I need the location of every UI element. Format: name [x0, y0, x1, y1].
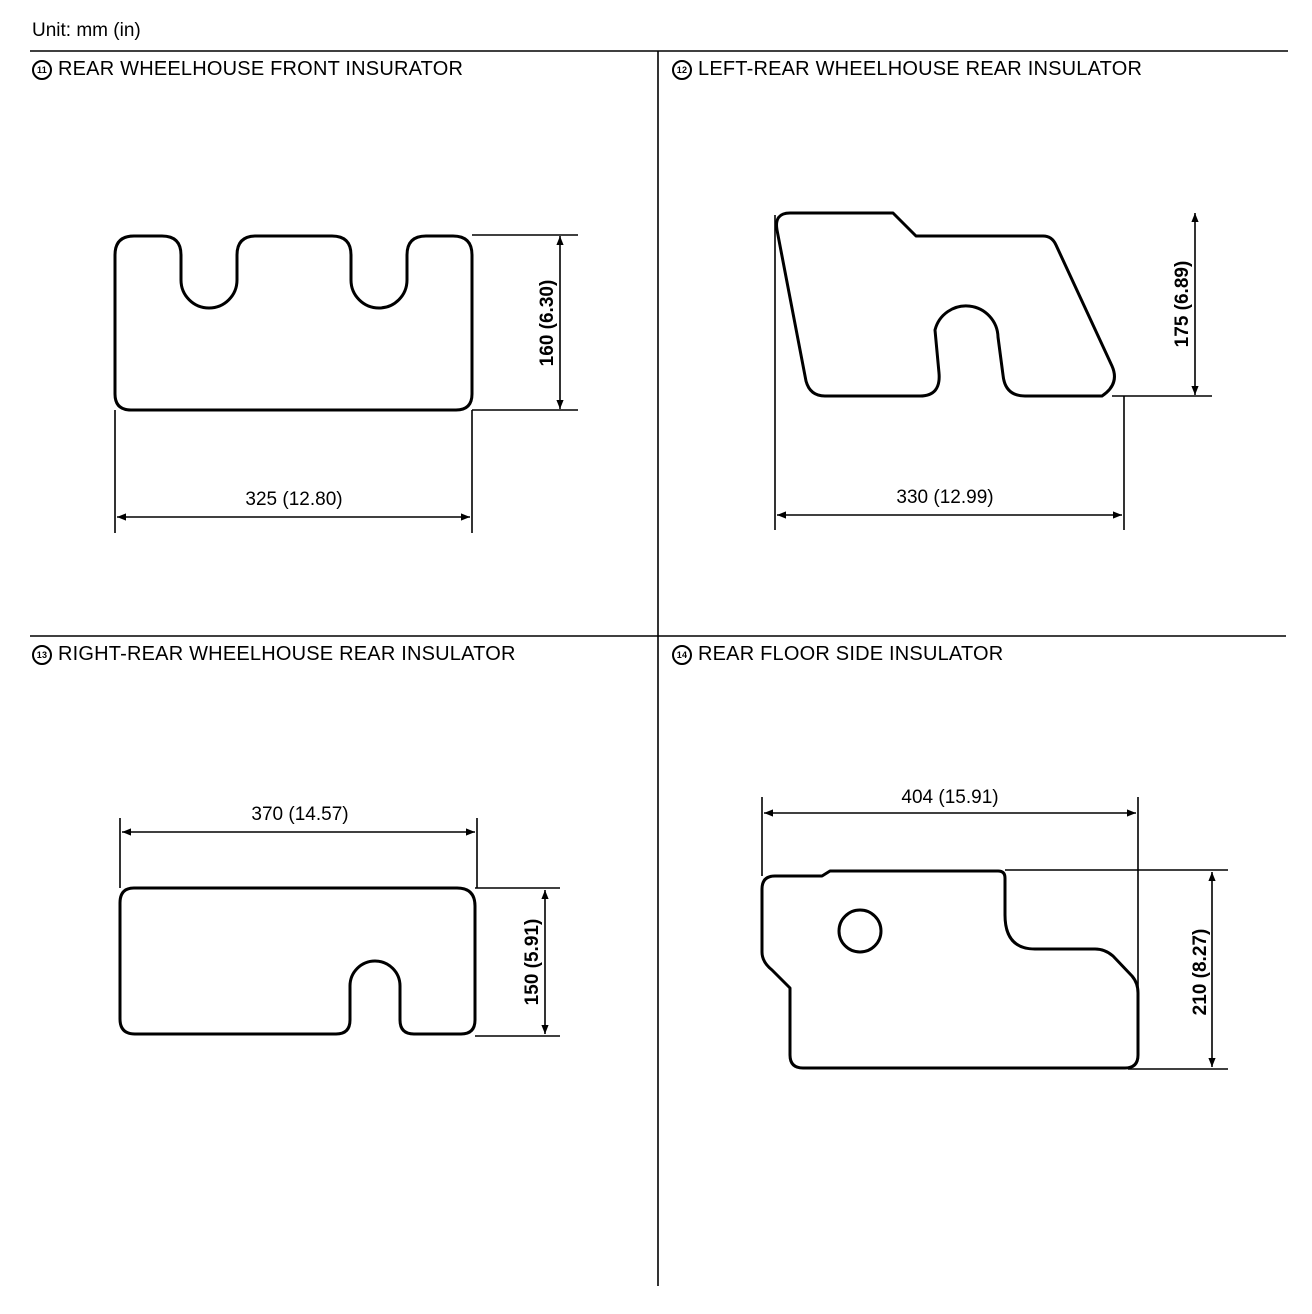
panel-title-text: REAR FLOOR SIDE INSULATOR: [698, 643, 1004, 665]
part-14-drawing: 404 (15.91) 210 (8.27): [760, 787, 1228, 1070]
part-14-hole: [837, 908, 883, 954]
part-13-outline: [118, 886, 477, 1036]
item-number-badge: 12: [672, 60, 692, 80]
part-14-width-dimension: 404 (15.91): [901, 787, 998, 808]
item-number-badge: 13: [32, 645, 52, 665]
part-11-height-dimension: 160 (6.30): [537, 280, 558, 367]
part-12-outline: [775, 211, 1116, 398]
part-14-outline: [760, 869, 1140, 1070]
part-13-drawing: 370 (14.57) 150 (5.91): [118, 804, 560, 1037]
unit-label: Unit: mm (in): [32, 20, 141, 41]
part-12-height-dimension: 175 (6.89): [1172, 261, 1193, 348]
part-12-drawing: 175 (6.89) 330 (12.99): [774, 211, 1212, 530]
part-11-width-dimension: 325 (12.80): [245, 489, 342, 510]
panel-title-text: RIGHT-REAR WHEELHOUSE REAR INSULATOR: [58, 643, 516, 665]
part-11-drawing: 160 (6.30) 325 (12.80): [113, 234, 578, 533]
part-11-outline: [113, 234, 474, 412]
item-number-badge: 14: [672, 645, 692, 665]
panel-title-text: REAR WHEELHOUSE FRONT INSURATOR: [58, 58, 464, 80]
panel-title-14: 14 REAR FLOOR SIDE INSULATOR: [672, 643, 1003, 666]
part-12-width-dimension: 330 (12.99): [896, 487, 993, 508]
part-13-width-dimension: 370 (14.57): [251, 804, 348, 825]
panel-title-13: 13 RIGHT-REAR WHEELHOUSE REAR INSULATOR: [32, 643, 516, 666]
panel-title-text: LEFT-REAR WHEELHOUSE REAR INSULATOR: [698, 58, 1143, 80]
part-13-height-dimension: 150 (5.91): [522, 919, 543, 1006]
panel-title-12: 12 LEFT-REAR WHEELHOUSE REAR INSULATOR: [672, 58, 1142, 81]
part-14-height-dimension: 210 (8.27): [1190, 929, 1211, 1016]
item-number-badge: 11: [32, 60, 52, 80]
panel-title-11: 11 REAR WHEELHOUSE FRONT INSURATOR: [32, 58, 463, 81]
